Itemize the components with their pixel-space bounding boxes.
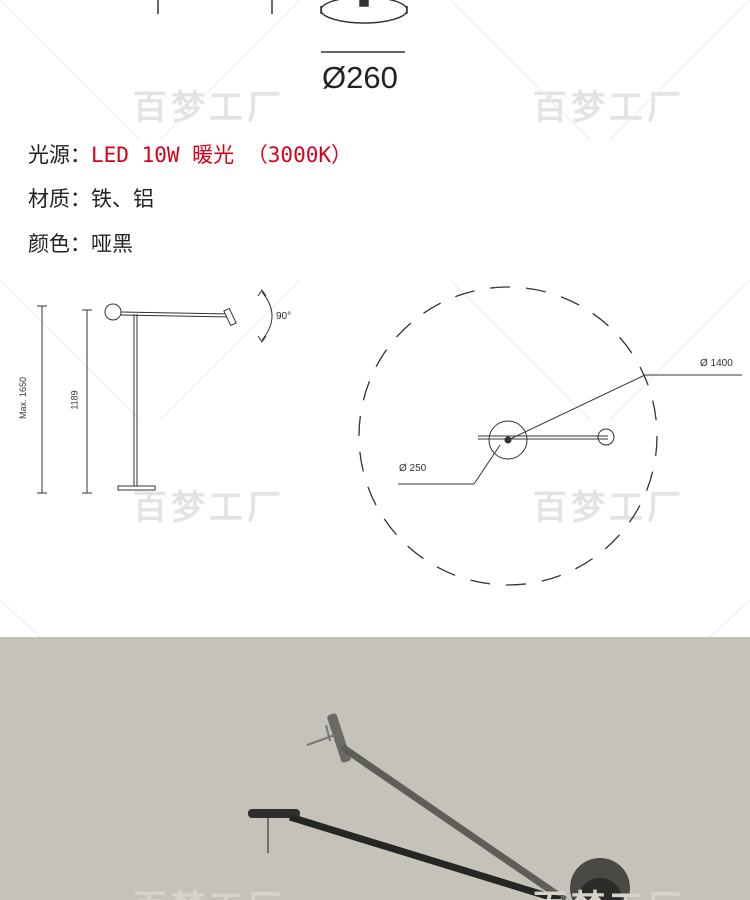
spec-value: 铁、铝 (91, 187, 154, 211)
spec-label: 光源： (28, 143, 91, 167)
height-label: 1189 (69, 390, 80, 410)
watermark: 百梦工厂 (133, 88, 285, 128)
watermark: 百梦工厂 (533, 488, 685, 528)
spec-light-source: 光源：LED 10W 暖光 （3000K） (28, 139, 352, 169)
spec-material: 材质：铁、铝 (28, 183, 154, 213)
plan-drawing (358, 286, 742, 586)
reach-diameter-label: Ø 1400 (700, 358, 733, 369)
watermark: 百梦工厂 (533, 880, 685, 900)
lamp-illustration (248, 713, 630, 900)
base-diameter-label: Ø260 (322, 60, 398, 95)
spec-value: LED 10W 暖光 （3000K） (91, 143, 353, 167)
rotation-label: 90° (276, 311, 292, 322)
watermark-lines (0, 0, 750, 637)
watermark: 百梦工厂 (133, 488, 285, 528)
max-height-label: Max. 1650 (18, 376, 29, 420)
spec-label: 材质： (28, 187, 91, 211)
base-diameter-small-label: Ø 250 (399, 463, 427, 474)
spec-value: 哑黑 (91, 232, 133, 256)
side-elevation-drawing (37, 289, 273, 494)
spec-color: 颜色：哑黑 (28, 228, 133, 258)
base-drawing (157, 0, 408, 53)
product-photo: 百梦工厂 百梦工厂 (0, 637, 750, 900)
spec-label: 颜色： (28, 232, 91, 256)
watermark: 百梦工厂 (133, 880, 285, 900)
